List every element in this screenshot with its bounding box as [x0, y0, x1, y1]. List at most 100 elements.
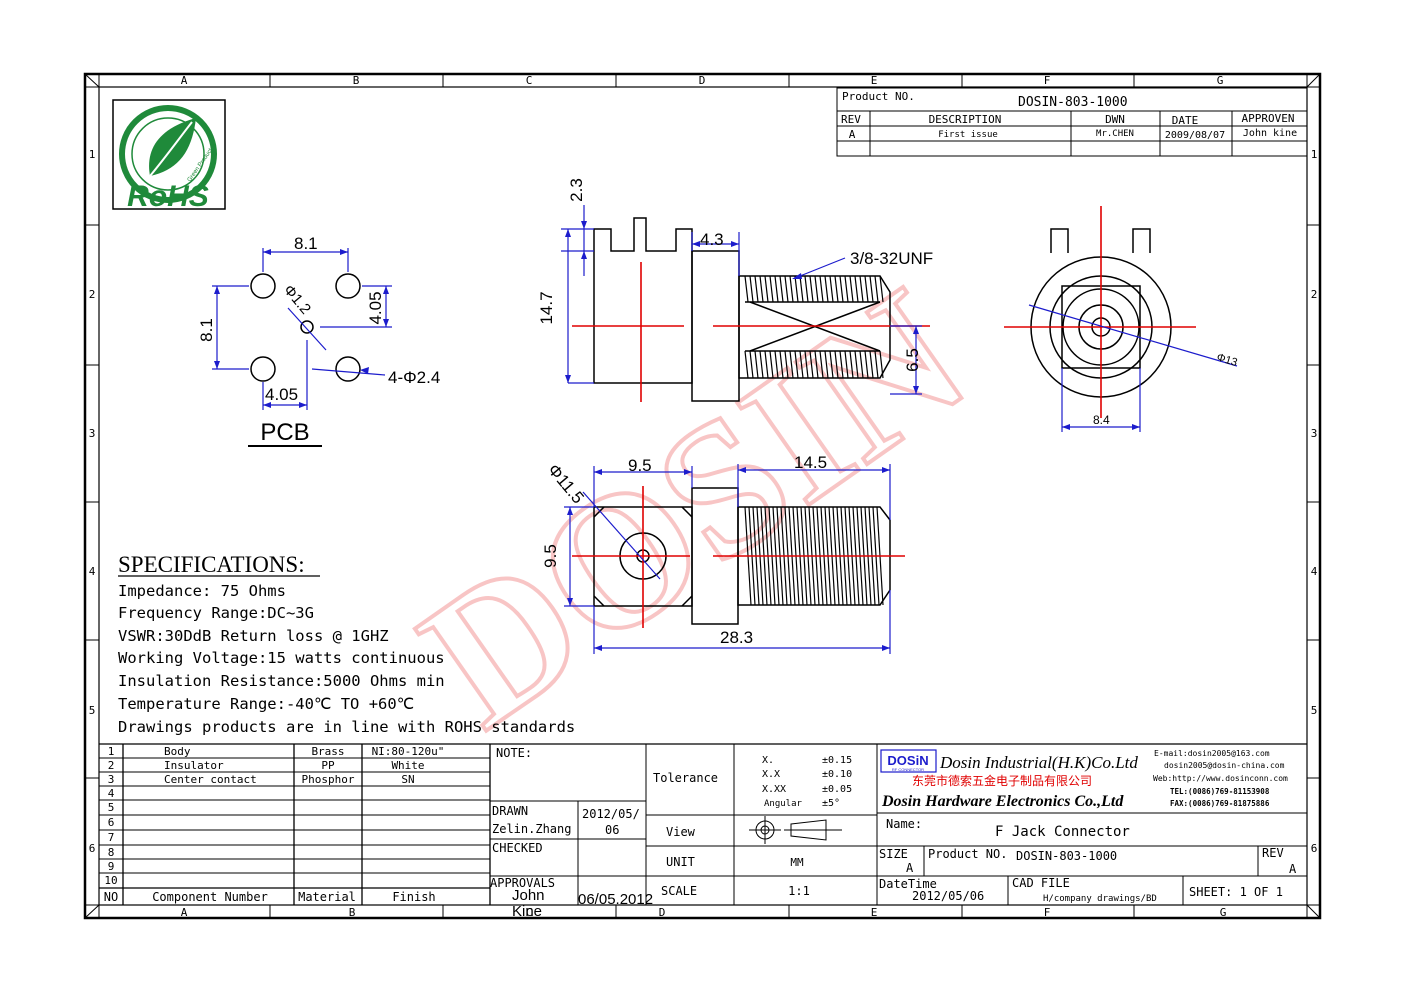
approvals-label: APPROVALS: [490, 876, 555, 890]
top-dim-9-5-h: 9.5: [541, 544, 560, 568]
spec-line: Working Voltage:15 watts continuous: [118, 649, 445, 667]
bom-no: 6: [108, 816, 115, 829]
col-label-f: F: [1044, 74, 1051, 87]
approven-header: APPROVEN: [1242, 112, 1295, 125]
end-dim-dia: Φ13: [1215, 351, 1239, 369]
bom-component: Insulator: [164, 759, 224, 772]
tol-x-label: X.: [762, 755, 774, 766]
bom-component: Body: [164, 745, 191, 758]
col-label-d: D: [699, 74, 706, 87]
row-label-3: 3: [89, 427, 96, 440]
scale-label: SCALE: [661, 884, 697, 898]
company-fax: FAX:(0086)769-81875886: [1170, 799, 1270, 808]
pcb-hole: [335, 356, 361, 382]
col-label-c-bottom: C: [526, 906, 533, 919]
approvals-name: John: [512, 887, 545, 904]
outer-frame: [83, 72, 1322, 920]
spec-line: Insulation Resistance:5000 Ohms min: [118, 672, 445, 690]
specifications: SPECIFICATIONS: Impedance: 75 Ohms Frequ…: [118, 552, 575, 736]
top-view: Φ11.5 9.5 14.5 9.5 28.3: [541, 453, 905, 654]
spec-line: Impedance: 75 Ohms: [118, 582, 286, 600]
pcb-dim-yoff: 4.05: [366, 291, 385, 324]
row-label-4: 4: [89, 565, 96, 578]
row-label-5: 5: [89, 704, 96, 717]
company-email-2: dosin2005@dosin-china.com: [1164, 761, 1285, 770]
row-label-5-right: 5: [1311, 704, 1318, 717]
note-label: NOTE:: [496, 746, 532, 760]
side-dim-2-3: 2.3: [567, 178, 586, 202]
tol-angular-label: Angular: [764, 799, 803, 809]
svg-text:DOSIN: DOSIN: [387, 250, 1000, 767]
side-dim-thread: 3/8-32UNF: [850, 249, 933, 268]
company-web: Web:http://www.dosinconn.com: [1153, 774, 1288, 783]
pcb-hole: [250, 356, 276, 382]
company-badge-sub: RF CONNECTOR: [892, 767, 924, 772]
side-view: 2.3 4.3 3/8-32UNF 14.7 6.5: [537, 178, 933, 402]
bom-no: 10: [104, 874, 117, 887]
side-dim-6-5: 6.5: [903, 348, 922, 372]
top-dim-14-5: 14.5: [794, 453, 827, 472]
tol-angular-value: ±5°: [822, 798, 840, 809]
size-label: SIZE: [879, 847, 908, 861]
spec-line: VSWR:30DdB Return loss @ 1GHZ: [118, 627, 389, 645]
rev-header: REV: [841, 113, 861, 126]
bom-finish: SN: [401, 773, 414, 786]
cad-file-label: CAD FILE: [1012, 876, 1070, 890]
company-email: E-mail:dosin2005@163.com: [1154, 749, 1270, 758]
datetime-value: 2012/05/06: [912, 889, 984, 903]
bom-no: 5: [108, 801, 115, 814]
rohs-logo-text: RoHS: [127, 180, 209, 213]
rev-value: A: [849, 128, 856, 141]
unit-label: UNIT: [666, 855, 695, 869]
col-label-a: A: [181, 74, 188, 87]
spec-line: Drawings products are in line with ROHS …: [118, 718, 575, 736]
bom-header-material: Material: [298, 890, 356, 904]
drawn-name: Zelin.Zhang: [492, 822, 571, 836]
date-value: 2009/08/07: [1165, 130, 1225, 141]
col-label-e: E: [871, 74, 878, 87]
approvals-name-2: Kine: [512, 903, 542, 920]
bom-no: 1: [108, 745, 115, 758]
product-no-label: Product NO.: [842, 90, 915, 103]
col-label-a-bottom: A: [181, 906, 188, 919]
block-rev-value: A: [1289, 862, 1297, 876]
checked-label: CHECKED: [492, 841, 543, 855]
col-label-b-bottom: B: [349, 906, 356, 919]
pcb-hole: [335, 273, 361, 299]
tol-x-value: ±0.15: [822, 755, 852, 766]
size-value: A: [906, 861, 914, 875]
view-label: View: [666, 825, 696, 839]
block-product-no-label: Product NO.: [928, 847, 1007, 861]
company-block: DOSiN RF CONNECTOR Dosin Industrial(H.K)…: [880, 749, 1288, 810]
pcb-dim-height: 8.1: [197, 318, 216, 342]
row-label-1: 1: [89, 148, 96, 161]
datetime-label: DateTime: [879, 877, 937, 891]
top-dim-9-5-w: 9.5: [628, 456, 652, 475]
drawn-date: 2012/05/: [582, 807, 640, 821]
tol-xxx-label: X.XX: [762, 784, 786, 795]
row-label-2-right: 2: [1311, 288, 1318, 301]
bom-material: PP: [321, 759, 335, 772]
bom-material: Brass: [311, 745, 344, 758]
revision-table: [836, 87, 1308, 157]
bom-no: 8: [108, 846, 115, 859]
tol-xxx-value: ±0.05: [822, 784, 852, 795]
company-name-en: Dosin Industrial(H.K)Co.Ltd: [939, 753, 1138, 772]
col-label-g: G: [1217, 74, 1224, 87]
company-name-cn: 东莞市德索五金电子制品有限公司: [912, 773, 1092, 788]
description-value: First issue: [938, 130, 998, 140]
side-dim-4-3: 4.3: [700, 230, 724, 249]
company-name-en2: Dosin Hardware Electronics Co.,Ltd: [881, 793, 1124, 810]
block-rev-label: REV: [1262, 846, 1284, 860]
date-header: DATE: [1172, 114, 1199, 127]
end-view: Φ13 8.4: [1004, 206, 1239, 432]
pcb-dim-holes: 4-Φ2.4: [388, 368, 440, 387]
part-name: F Jack Connector: [995, 824, 1130, 840]
spec-title: SPECIFICATIONS:: [118, 552, 305, 577]
pcb-footprint: 8.1 8.1 4.05 4.05 Φ1.2 4-Φ2.4 PCB: [197, 234, 440, 447]
row-label-6-right: 6: [1311, 842, 1318, 855]
bom-finish: White: [391, 759, 424, 772]
row-label-6: 6: [89, 842, 96, 855]
scale-value: 1:1: [788, 884, 810, 898]
